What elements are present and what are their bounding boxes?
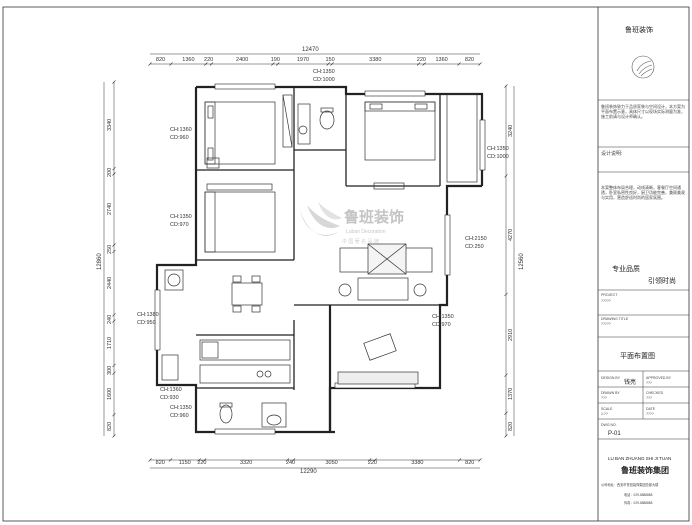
phone-line: 电话：029-8888888	[624, 493, 653, 497]
dim-top-seg-5: 1970	[296, 57, 310, 63]
drawn-by-value: ???	[601, 396, 607, 400]
checked-label: CHECKED	[646, 391, 664, 395]
drawing-title-cn: 平面布置图	[620, 353, 655, 360]
dim-top-seg-1: 1360	[182, 57, 195, 63]
dim-left-seg-6: 1710	[107, 336, 113, 350]
dim-bottom-seg-7: 3380	[411, 460, 424, 466]
drawn-by-label: DRAWN BY	[601, 391, 620, 395]
dim-bottom-total: 12290	[300, 469, 317, 475]
dim-top-seg-8: 220	[416, 57, 426, 63]
dim-left-seg-4: 2440	[107, 276, 113, 290]
dim-left-seg-7: 300	[107, 366, 113, 376]
dwg-no-value: P-01	[608, 431, 621, 437]
dim-top-seg-4: 190	[270, 57, 280, 63]
drawing-title-value: ?????	[601, 322, 611, 326]
dim-right-seg-2: 2910	[508, 328, 514, 341]
dim-top-seg-2: 220	[204, 57, 214, 63]
footer-pinyin: LU BAN ZHUANG SHI JI TUAN	[608, 456, 672, 461]
drawing-title-label: DRAWING TITLE	[601, 317, 629, 321]
watermark-logo	[300, 202, 342, 236]
dim-top-seg-9: 1360	[435, 57, 448, 63]
dim-top-seg-7: 3380	[369, 57, 382, 63]
dim-left-seg-3: 250	[107, 245, 113, 255]
watermark-logo-cn: 鲁班装饰	[344, 208, 404, 226]
sheet-border	[2, 6, 690, 522]
dim-top-seg-3: 2400	[236, 57, 249, 63]
design-by-value: 钱亮	[624, 380, 637, 386]
inner-walls	[196, 87, 441, 390]
dim-bottom-seg-0: 820	[155, 460, 165, 466]
fax-line: 传真：029-8888888	[624, 501, 653, 505]
approved-by-label: APPROVED BY	[646, 376, 672, 380]
design-by-label: DESIGN BY	[601, 376, 621, 380]
header-logo-icon	[631, 55, 655, 79]
date-value: ????	[646, 412, 654, 416]
dwg-no-label: DWG NO.	[601, 423, 617, 427]
scale-label: SCALE	[601, 407, 613, 411]
dim-bottom-seg-5: 3050	[325, 460, 338, 466]
date-label: DATE	[646, 407, 656, 411]
dim-left-seg-5: 240	[107, 314, 113, 324]
design-text: 本案整体布局合理，动线清晰，客餐厅空间通透，卧室私密性良好，厨卫功能完善，兼顾美…	[601, 185, 685, 201]
watermark-logo-en: Luban Decoration	[346, 229, 386, 235]
footer-company-name: 鲁班装饰集团	[621, 466, 669, 475]
dim-top-seg-10: 820	[464, 57, 475, 63]
dim-bottom-seg-2: 220	[197, 460, 207, 466]
title-block-lines	[598, 55, 689, 440]
dim-left-seg-1: 200	[107, 168, 113, 178]
project-value: ?????	[601, 299, 611, 303]
dim-right-seg-0: 3240	[508, 124, 514, 137]
approved-by-value: ???	[646, 381, 652, 385]
address-line: 公司地址：西安市鲁班装饰集团总部大楼	[601, 483, 659, 487]
furniture	[161, 93, 478, 428]
dim-left-seg-0: 3340	[107, 119, 113, 132]
dim-left-seg-8: 1600	[107, 387, 113, 400]
project-label: PROJECT	[601, 293, 618, 297]
dim-left-seg-2: 2740	[107, 203, 113, 216]
dim-bottom-seg-1: 1150	[178, 460, 191, 466]
dim-bottom-seg-8: 820	[465, 460, 475, 466]
dim-bottom-seg-4: 240	[285, 460, 296, 466]
dim-left-seg-9: 820	[107, 422, 113, 432]
dim-top-seg-6: 150	[325, 57, 335, 63]
dim-right-total: 12560	[519, 253, 525, 270]
dim-bottom-seg-6: 220	[367, 460, 377, 466]
dim-right-seg-3: 1370	[508, 387, 514, 401]
design-label: 设计说明:	[601, 151, 623, 157]
watermark-tagline: 中 国 著 名 品 牌	[342, 238, 379, 245]
dim-top-total: 12470	[302, 47, 319, 53]
dim-top-seg-0: 820	[155, 57, 166, 63]
dim-right-seg-1: 4270	[508, 228, 514, 242]
dim-right-seg-4: 820	[508, 421, 514, 431]
dim-bottom-seg-3: 3320	[239, 460, 253, 466]
slogan-2: 引领时尚	[648, 278, 676, 285]
checked-value: ???	[646, 396, 652, 400]
dimension-lines	[103, 53, 515, 469]
header-brand-name: 鲁班装饰	[625, 27, 653, 34]
scale-value: 1:??	[601, 412, 608, 416]
slogan-1: 专业品质	[612, 266, 640, 273]
intro-text: 鲁班装饰致力于品质家装与空间设计，本方案为平面布置示意，具体尺寸以现场实际测量为…	[601, 104, 685, 120]
dim-left-total: 12860	[97, 253, 103, 270]
